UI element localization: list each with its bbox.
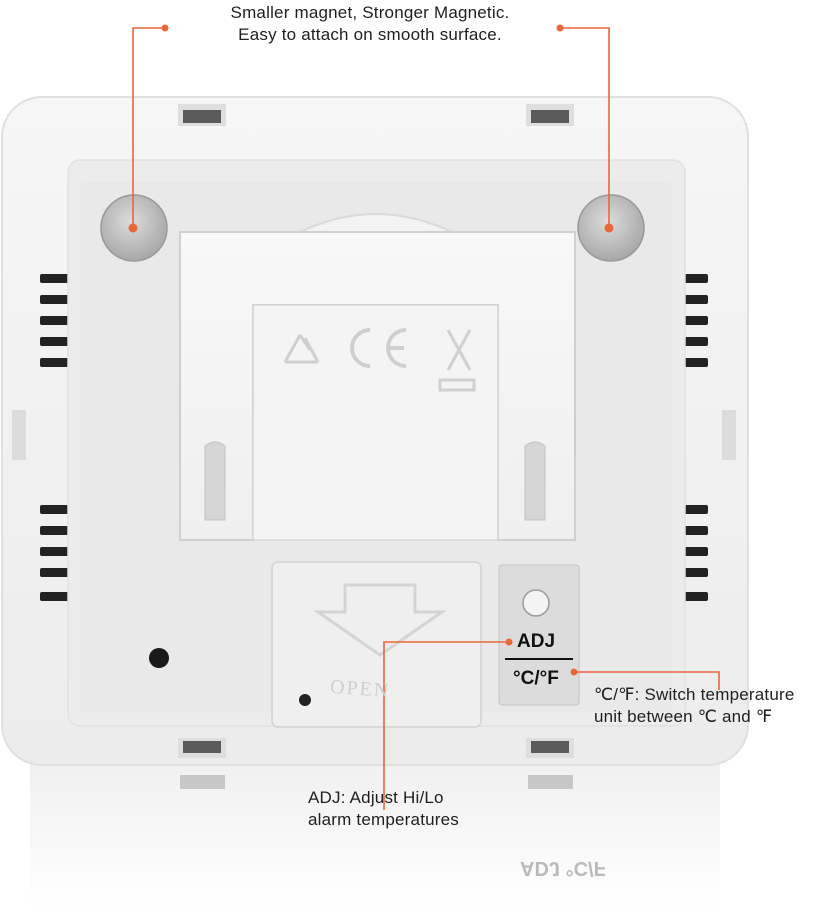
adj-button[interactable] xyxy=(522,589,550,617)
adjust-callout-line2: alarm temperatures xyxy=(308,810,459,829)
clip-slot xyxy=(531,741,569,753)
leader-dots xyxy=(128,24,614,676)
battery-cover[interactable] xyxy=(271,561,482,728)
unit-label: °C/°F xyxy=(513,668,559,689)
magnet-callout-line2: Easy to attach on smooth surface. xyxy=(238,25,502,44)
kickstand-plate xyxy=(252,304,499,541)
open-label: OPEN xyxy=(329,675,391,703)
unit-switch-callout-line1: ℃/℉: Switch temperature xyxy=(594,685,795,704)
stand-foot-right xyxy=(524,441,546,521)
battery-cover-hole xyxy=(299,694,311,706)
side-clip xyxy=(722,410,736,460)
recycle-icon xyxy=(283,334,320,364)
weee-bin-icon xyxy=(438,329,476,392)
adjust-callout-line1: ADJ: Adjust Hi/Lo xyxy=(308,788,444,807)
adj-label: ADJ xyxy=(517,631,556,652)
reflection xyxy=(30,760,720,909)
hanging-hole xyxy=(149,648,169,668)
open-arrow-icon xyxy=(313,583,447,657)
ce-mark-icon xyxy=(350,328,407,368)
clip-slot xyxy=(531,110,569,123)
clip-slot xyxy=(183,110,221,123)
reflection-details xyxy=(180,775,573,789)
stand-foot-left xyxy=(204,441,226,521)
magnet-callout: Smaller magnet, Stronger Magnetic. Easy … xyxy=(0,2,740,46)
stand-hinge xyxy=(299,213,453,233)
leader-lines xyxy=(132,27,720,810)
reflection-text: ADJ °C/F xyxy=(520,857,606,879)
side-clip xyxy=(12,410,26,460)
clip-slot xyxy=(183,741,221,753)
adjust-callout: ADJ: Adjust Hi/Lo alarm temperatures xyxy=(308,787,548,831)
unit-switch-callout: ℃/℉: Switch temperature unit between ℃ a… xyxy=(594,684,832,728)
magnet-callout-line1: Smaller magnet, Stronger Magnetic. xyxy=(230,3,510,22)
label-reflection: ADJ °C/F xyxy=(520,857,606,879)
button-panel xyxy=(498,564,580,706)
unit-switch-callout-line2: unit between ℃ and ℉ xyxy=(594,707,773,726)
